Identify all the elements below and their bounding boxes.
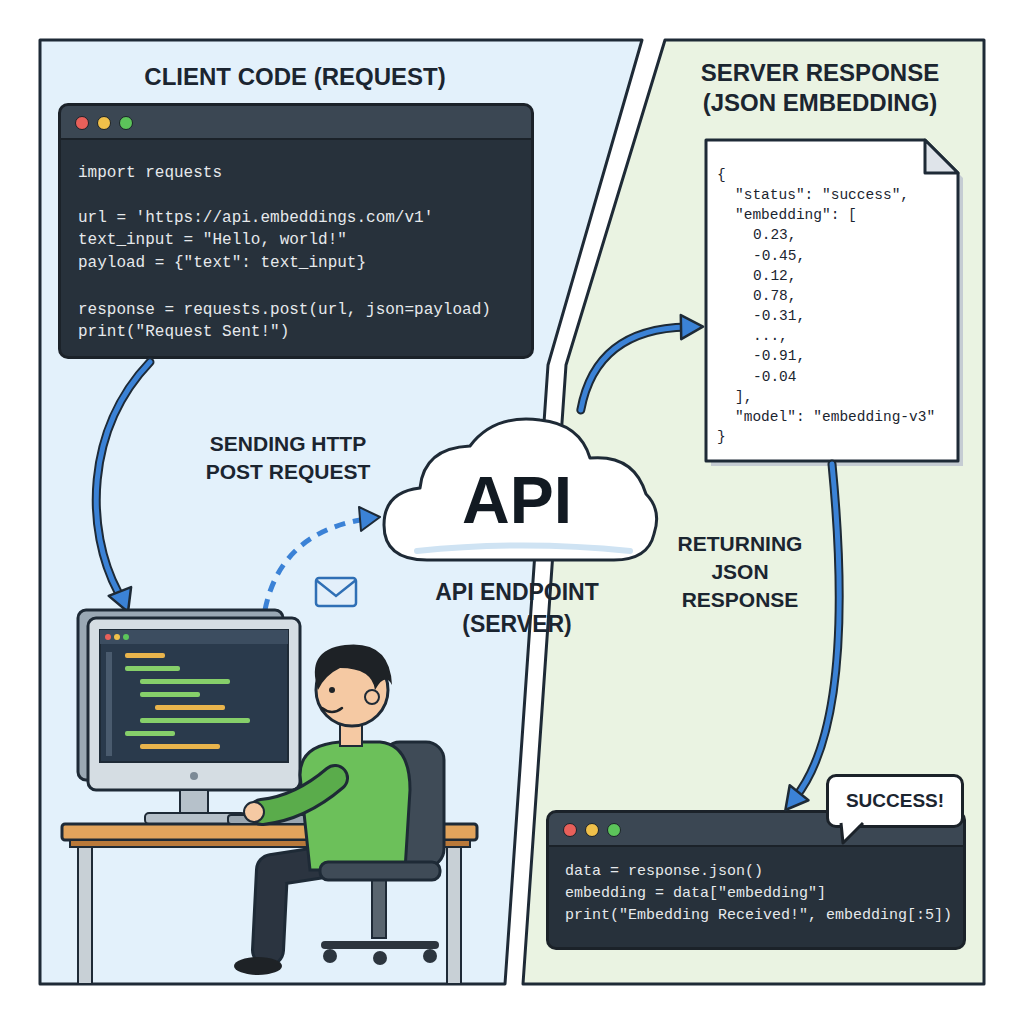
chair-base — [325, 941, 435, 949]
api-cloud: API API ENDPOINT (SERVER) — [372, 410, 662, 645]
document-fold — [925, 140, 958, 173]
bubble-tail — [839, 823, 869, 847]
json-line: 0.12, — [753, 266, 797, 286]
chair-wheel — [323, 949, 337, 963]
json-line: "model": "embedding-v3" — [735, 407, 935, 427]
envelope-body — [316, 578, 356, 606]
code-bar — [155, 705, 225, 710]
flow-label: SENDING HTTP POST REQUEST — [188, 430, 388, 486]
code-bar — [140, 718, 250, 723]
window-dot — [75, 116, 89, 130]
chair-seat — [320, 862, 440, 880]
json-line: { — [717, 165, 726, 185]
json-line: -0.31, — [753, 306, 805, 326]
document-page — [706, 140, 958, 461]
panel-title: CLIENT CODE (REQUEST) — [95, 62, 495, 92]
cloud-label: API — [372, 460, 662, 540]
window-bar — [61, 106, 531, 140]
ear — [365, 690, 379, 704]
json-line: } — [717, 427, 726, 447]
json-document: { "status": "success","embedding": [0.23,… — [703, 137, 961, 464]
code-window: import requests url = 'https://api.embedd… — [58, 103, 534, 359]
json-line: "status": "success", — [735, 185, 909, 205]
window-dot — [607, 823, 621, 837]
json-line: -0.04 — [753, 367, 797, 387]
smile — [322, 708, 342, 712]
json-line: -0.91, — [753, 346, 805, 366]
screen-gutter — [106, 652, 112, 756]
desk-leg — [447, 846, 461, 984]
window-dot — [563, 823, 577, 837]
code-line: url = 'https://api.embeddings.com/v1' — [78, 208, 433, 228]
screen-dot — [105, 634, 111, 640]
json-line: 0.78, — [753, 286, 797, 306]
code-window: data = response.json()embedding = data["… — [546, 810, 966, 950]
hand — [244, 802, 264, 822]
shoe — [234, 957, 282, 975]
desk-leg — [78, 846, 92, 984]
cloud-shade — [417, 546, 630, 552]
window-dot — [97, 116, 111, 130]
code-bar — [140, 744, 220, 749]
code-bar — [125, 653, 165, 658]
code-bar — [125, 731, 175, 736]
tail-fill — [841, 821, 863, 843]
envelope-icon — [316, 578, 356, 606]
code-line: payload = {"text": text_input} — [78, 253, 366, 273]
code-line: response = requests.post(url, json=paylo… — [78, 300, 491, 320]
speech-bubble: SUCCESS! — [826, 774, 964, 828]
json-line: 0.23, — [753, 225, 797, 245]
envelope-flap — [316, 580, 356, 596]
tail-outline — [841, 823, 863, 843]
window-dot — [119, 116, 133, 130]
code-bar — [140, 679, 230, 684]
code-bar — [140, 692, 200, 697]
monitor-button — [190, 772, 198, 780]
chair-wheel — [373, 951, 387, 965]
chair-pole — [372, 880, 386, 938]
code-line: data = response.json() — [565, 862, 763, 882]
code-line: embedding = data["embedding"] — [565, 884, 826, 904]
panel-title: SERVER RESPONSE (JSON EMBEDDING) — [675, 58, 965, 118]
json-line: ..., — [753, 326, 788, 346]
screen-dot — [114, 634, 120, 640]
code-line: print("Request Sent!") — [78, 322, 289, 342]
json-line: ], — [735, 387, 752, 407]
json-line: -0.45, — [753, 246, 805, 266]
code-bar — [125, 666, 180, 671]
screen-dot — [123, 634, 129, 640]
code-line: text_input = "Hello, world!" — [78, 230, 347, 250]
chair-wheel — [423, 949, 437, 963]
edge-label: RETURNING JSON RESPONSE — [655, 530, 825, 614]
monitor-bezel — [88, 618, 300, 790]
bubble-text: SUCCESS! — [829, 789, 961, 813]
json-line: "embedding": [ — [735, 205, 857, 225]
code-line: import requests — [78, 163, 222, 183]
cloud-caption: API ENDPOINT (SERVER) — [407, 576, 627, 640]
eye — [329, 687, 335, 693]
monitor-screen — [100, 630, 288, 762]
window-dot — [585, 823, 599, 837]
screen-bar — [100, 630, 288, 644]
code-line: print("Embedding Received!", embedding[:… — [565, 906, 952, 926]
